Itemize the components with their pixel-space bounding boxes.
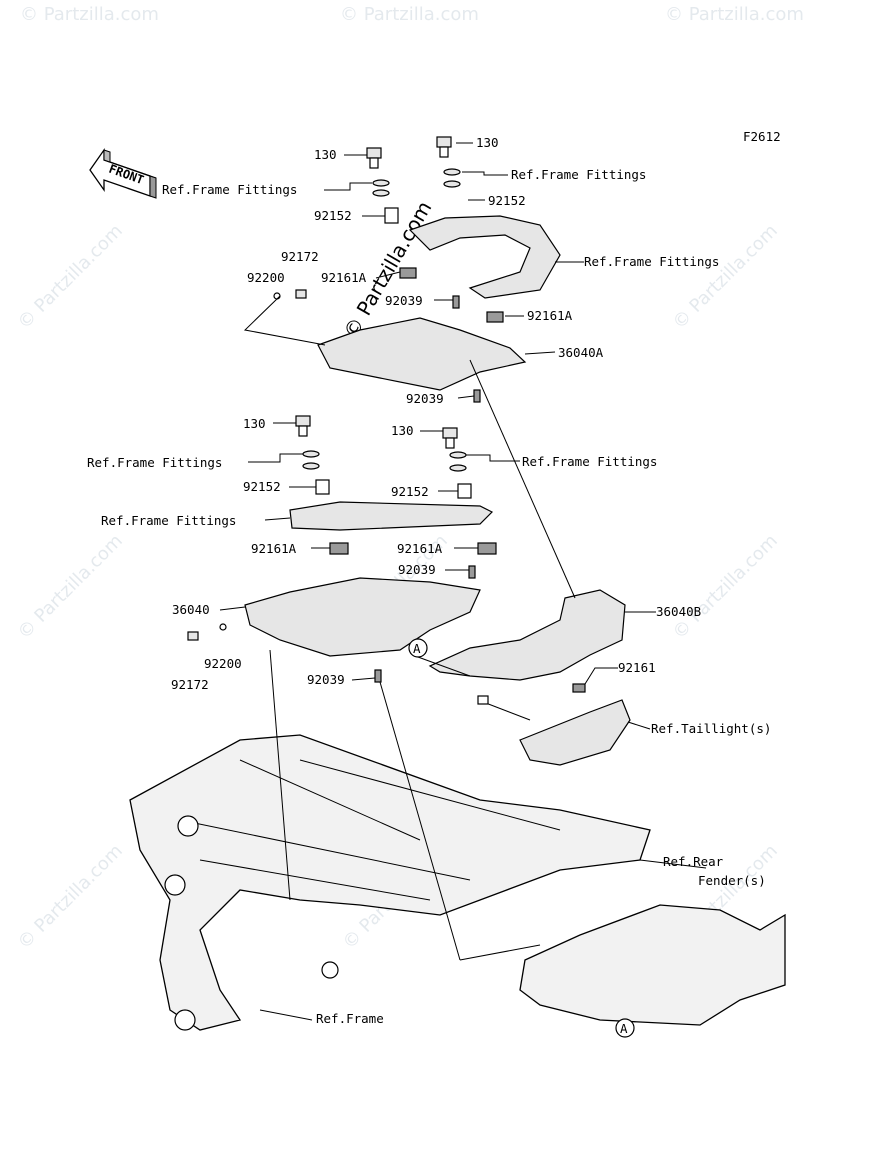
label-92172: 92172 xyxy=(171,677,209,692)
frame-body xyxy=(129,734,651,1031)
label-ref-frame: Ref.Frame xyxy=(316,1011,384,1026)
watermark-text: © Partzilla.com xyxy=(669,530,782,643)
label-36040A: 36040A xyxy=(558,345,604,360)
grommet-icon xyxy=(399,267,417,279)
callout-a-1: A xyxy=(408,638,428,658)
label-92172: 92172 xyxy=(281,249,319,264)
label-ref-frame-fittings: Ref.Frame Fittings xyxy=(87,455,222,470)
label-92152: 92152 xyxy=(243,479,281,494)
watermark-text: © Partzilla.com xyxy=(669,220,782,333)
cover-36040 xyxy=(244,577,481,657)
label-92161A: 92161A xyxy=(251,541,297,556)
upper-assembly xyxy=(273,136,561,403)
grommet-icon xyxy=(477,542,497,555)
connector-icon xyxy=(477,695,489,705)
clip-icon xyxy=(452,295,460,309)
front-arrow-icon: FRONT xyxy=(89,147,157,199)
label-92152: 92152 xyxy=(391,484,429,499)
grommet-icon xyxy=(329,542,349,555)
label-ref-frame-fittings: Ref.Frame Fittings xyxy=(162,182,297,197)
grommet-icon xyxy=(486,311,504,323)
leader-lines xyxy=(219,142,707,1021)
frame xyxy=(129,734,651,1031)
washer-icon xyxy=(219,623,227,631)
label-36040B: 36040B xyxy=(656,604,701,619)
label-ref-frame-fittings: Ref.Frame Fittings xyxy=(101,513,236,528)
callout-a-label: A xyxy=(620,1021,628,1036)
grab-rail xyxy=(408,215,561,299)
label-92039: 92039 xyxy=(307,672,345,687)
label-92039: 92039 xyxy=(406,391,444,406)
washer-icon xyxy=(372,179,390,187)
washer-icon xyxy=(449,464,467,472)
label-92161: 92161 xyxy=(618,660,656,675)
clip-icon xyxy=(468,565,476,579)
label-92200: 92200 xyxy=(247,270,285,285)
collar-icon xyxy=(315,479,330,495)
label-130: 130 xyxy=(243,416,266,431)
collar-icon xyxy=(384,207,399,224)
rear-fender xyxy=(519,904,786,1026)
rear-fender-body xyxy=(519,904,786,1026)
washer-icon xyxy=(302,450,320,458)
label-ref-frame-fittings: Ref.Frame Fittings xyxy=(511,167,646,182)
callout-a-2: A xyxy=(615,1018,635,1038)
watermark-text: © Partzilla.com xyxy=(340,4,479,25)
part-labels: 130 130 Ref.Frame Fittings Ref.Frame Fit… xyxy=(87,135,771,1026)
watermark-text: © Partzilla.com xyxy=(14,220,127,333)
label-ref-taillight: Ref.Taillight(s) xyxy=(651,721,771,736)
washer-icon xyxy=(302,462,320,470)
frame-pivot xyxy=(177,815,199,837)
bolt-130-icon xyxy=(442,427,458,449)
watermark-text: © Partzilla.com xyxy=(14,530,127,643)
watermark-text: © Partzilla.com xyxy=(20,4,159,25)
figure-id: F2612 xyxy=(743,129,781,144)
watermark-text: © Partzilla.com xyxy=(14,840,127,953)
cover-36040A xyxy=(317,317,527,391)
label-130: 130 xyxy=(391,423,414,438)
bolt-130-icon xyxy=(436,136,452,158)
label-rear-fender: Fender(s) xyxy=(698,873,766,888)
washer-icon xyxy=(372,189,390,197)
washer-icon xyxy=(273,292,281,300)
washer-icon xyxy=(449,451,467,459)
label-92039: 92039 xyxy=(385,293,423,308)
bolt-icon xyxy=(295,289,307,299)
frame-pivot xyxy=(164,874,186,896)
label-92161A: 92161A xyxy=(397,541,443,556)
callout-a-label: A xyxy=(413,641,421,656)
collar-icon xyxy=(457,483,472,499)
rear-assembly xyxy=(428,589,631,766)
bracket xyxy=(289,501,494,531)
label-92200: 92200 xyxy=(204,656,242,671)
grommet-icon xyxy=(572,683,586,693)
taillight xyxy=(519,699,631,766)
label-ref-frame-fittings: Ref.Frame Fittings xyxy=(522,454,657,469)
washer-icon xyxy=(443,180,461,188)
label-ref-frame-fittings: Ref.Frame Fittings xyxy=(584,254,719,269)
bolt-130-icon xyxy=(366,147,382,169)
label-92152: 92152 xyxy=(488,193,526,208)
watermark-text: © Partzilla.com xyxy=(665,4,804,25)
frame-tube xyxy=(179,759,561,901)
frame-pivot xyxy=(174,1009,196,1031)
bolt-icon xyxy=(187,631,199,641)
label-92039: 92039 xyxy=(398,562,436,577)
label-130: 130 xyxy=(314,147,337,162)
label-ref-rear: Ref.Rear xyxy=(663,854,724,869)
clip-icon xyxy=(473,389,481,403)
bolt-130-icon xyxy=(295,415,311,437)
clip-icon xyxy=(374,669,382,683)
label-36040: 36040 xyxy=(172,602,210,617)
label-130: 130 xyxy=(476,135,499,150)
middle-assembly xyxy=(187,415,497,683)
label-92161A: 92161A xyxy=(321,270,367,285)
frame-pivot xyxy=(321,961,339,979)
label-92161A: 92161A xyxy=(527,308,573,323)
washer-icon xyxy=(443,168,461,176)
cover-36040B xyxy=(428,589,626,681)
label-92152: 92152 xyxy=(314,208,352,223)
